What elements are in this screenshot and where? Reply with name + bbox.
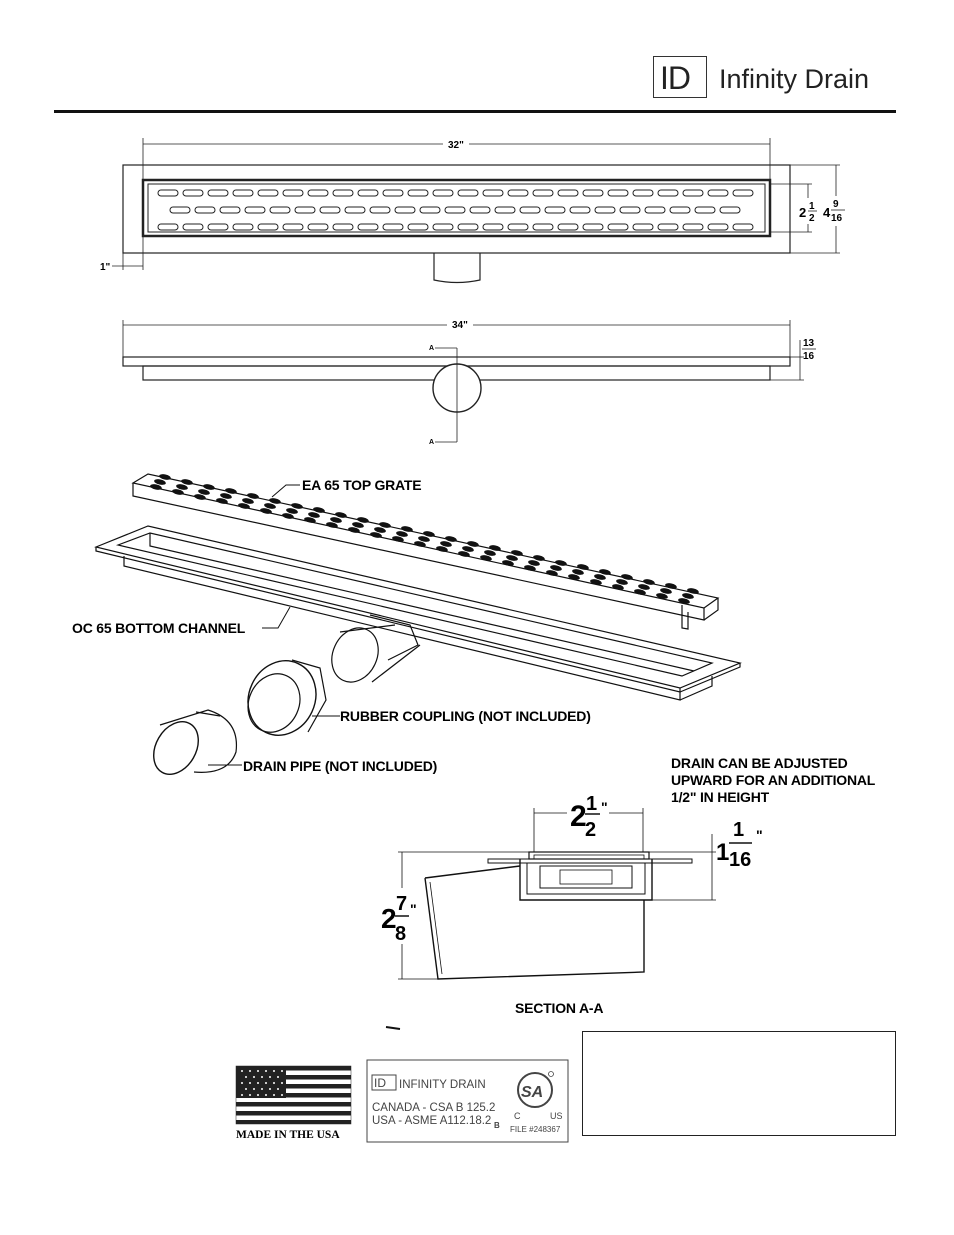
section-marker-bottom: A xyxy=(429,439,434,446)
grate-slots xyxy=(157,189,754,231)
top-view xyxy=(112,137,840,284)
notes-box xyxy=(582,1031,896,1136)
section-depth-label: 1 1 16 " xyxy=(716,819,763,871)
thickness-label: 13 16 xyxy=(802,338,816,362)
brand-name: Infinity Drain xyxy=(719,64,870,94)
top-grate-slots xyxy=(149,473,700,605)
svg-text:1: 1 xyxy=(809,201,815,212)
svg-text:16: 16 xyxy=(803,351,815,362)
grate-height-label: 2 1 2 xyxy=(797,198,823,224)
cert-file: FILE #248367 xyxy=(510,1125,561,1134)
svg-text:7: 7 xyxy=(396,893,407,915)
cert-line2: USA - ASME A112.18.2 xyxy=(372,1115,491,1127)
svg-text:SA: SA xyxy=(521,1084,543,1101)
top-width-label: 32" xyxy=(448,140,464,151)
section-note-line1: DRAIN CAN BE ADJUSTED xyxy=(671,755,848,771)
total-height-label: 4 9 16 xyxy=(822,196,856,226)
flange-label: 1" xyxy=(100,262,111,273)
usa-flag xyxy=(235,1065,352,1125)
section-marker-top: A xyxy=(429,345,434,352)
cert-line1: CANADA - CSA B 125.2 xyxy=(372,1102,495,1114)
svg-text:2: 2 xyxy=(570,800,587,833)
header-rule xyxy=(54,110,896,113)
section-note-line2: UPWARD FOR AN ADDITIONAL xyxy=(671,772,876,788)
svg-text:9: 9 xyxy=(833,199,839,210)
svg-text:": " xyxy=(601,799,608,815)
svg-text:1: 1 xyxy=(586,793,597,815)
svg-text:1: 1 xyxy=(716,839,729,866)
bottom-channel-label: OC 65 BOTTOM CHANNEL xyxy=(72,620,246,636)
svg-text:13: 13 xyxy=(803,338,815,349)
logo-mark: ID xyxy=(660,60,691,96)
exploded-view xyxy=(94,473,742,775)
section-height-label: 2 7 8 " xyxy=(378,888,422,945)
svg-text:8: 8 xyxy=(395,923,406,945)
cert-mark-us: US xyxy=(550,1111,563,1121)
side-view xyxy=(122,318,804,443)
section-note-line3: 1/2" IN HEIGHT xyxy=(671,789,770,805)
cert-panel: ID SA xyxy=(366,1059,569,1143)
coupling-label: RUBBER COUPLING (NOT INCLUDED) xyxy=(340,708,591,724)
svg-text:2: 2 xyxy=(585,819,596,841)
svg-text:2: 2 xyxy=(381,903,397,934)
svg-text:": " xyxy=(410,901,417,917)
cert-mark-b: B xyxy=(494,1121,500,1130)
header: ID Infinity Drain xyxy=(0,0,954,115)
cert-mark-c: C xyxy=(514,1111,521,1121)
side-length-label: 34" xyxy=(452,320,468,331)
usa-label: MADE IN THE USA xyxy=(236,1129,340,1141)
logo-mark-box: ID xyxy=(653,56,707,98)
pipe-label: DRAIN PIPE (NOT INCLUDED) xyxy=(243,758,437,774)
svg-text:2: 2 xyxy=(809,213,815,224)
svg-text:4: 4 xyxy=(823,205,831,220)
svg-text:16: 16 xyxy=(729,849,751,871)
cert-brand: INFINITY DRAIN xyxy=(399,1079,486,1091)
svg-text:1: 1 xyxy=(733,819,744,841)
top-grate-label: EA 65 TOP GRATE xyxy=(302,477,421,493)
section-drawing xyxy=(385,808,716,1030)
svg-text:": " xyxy=(756,827,763,843)
section-width-label: 2 1 2 " xyxy=(567,790,609,841)
svg-text:2: 2 xyxy=(799,205,806,220)
section-title: SECTION A-A xyxy=(515,1000,603,1016)
svg-text:ID: ID xyxy=(374,1076,386,1090)
svg-text:16: 16 xyxy=(831,213,843,224)
